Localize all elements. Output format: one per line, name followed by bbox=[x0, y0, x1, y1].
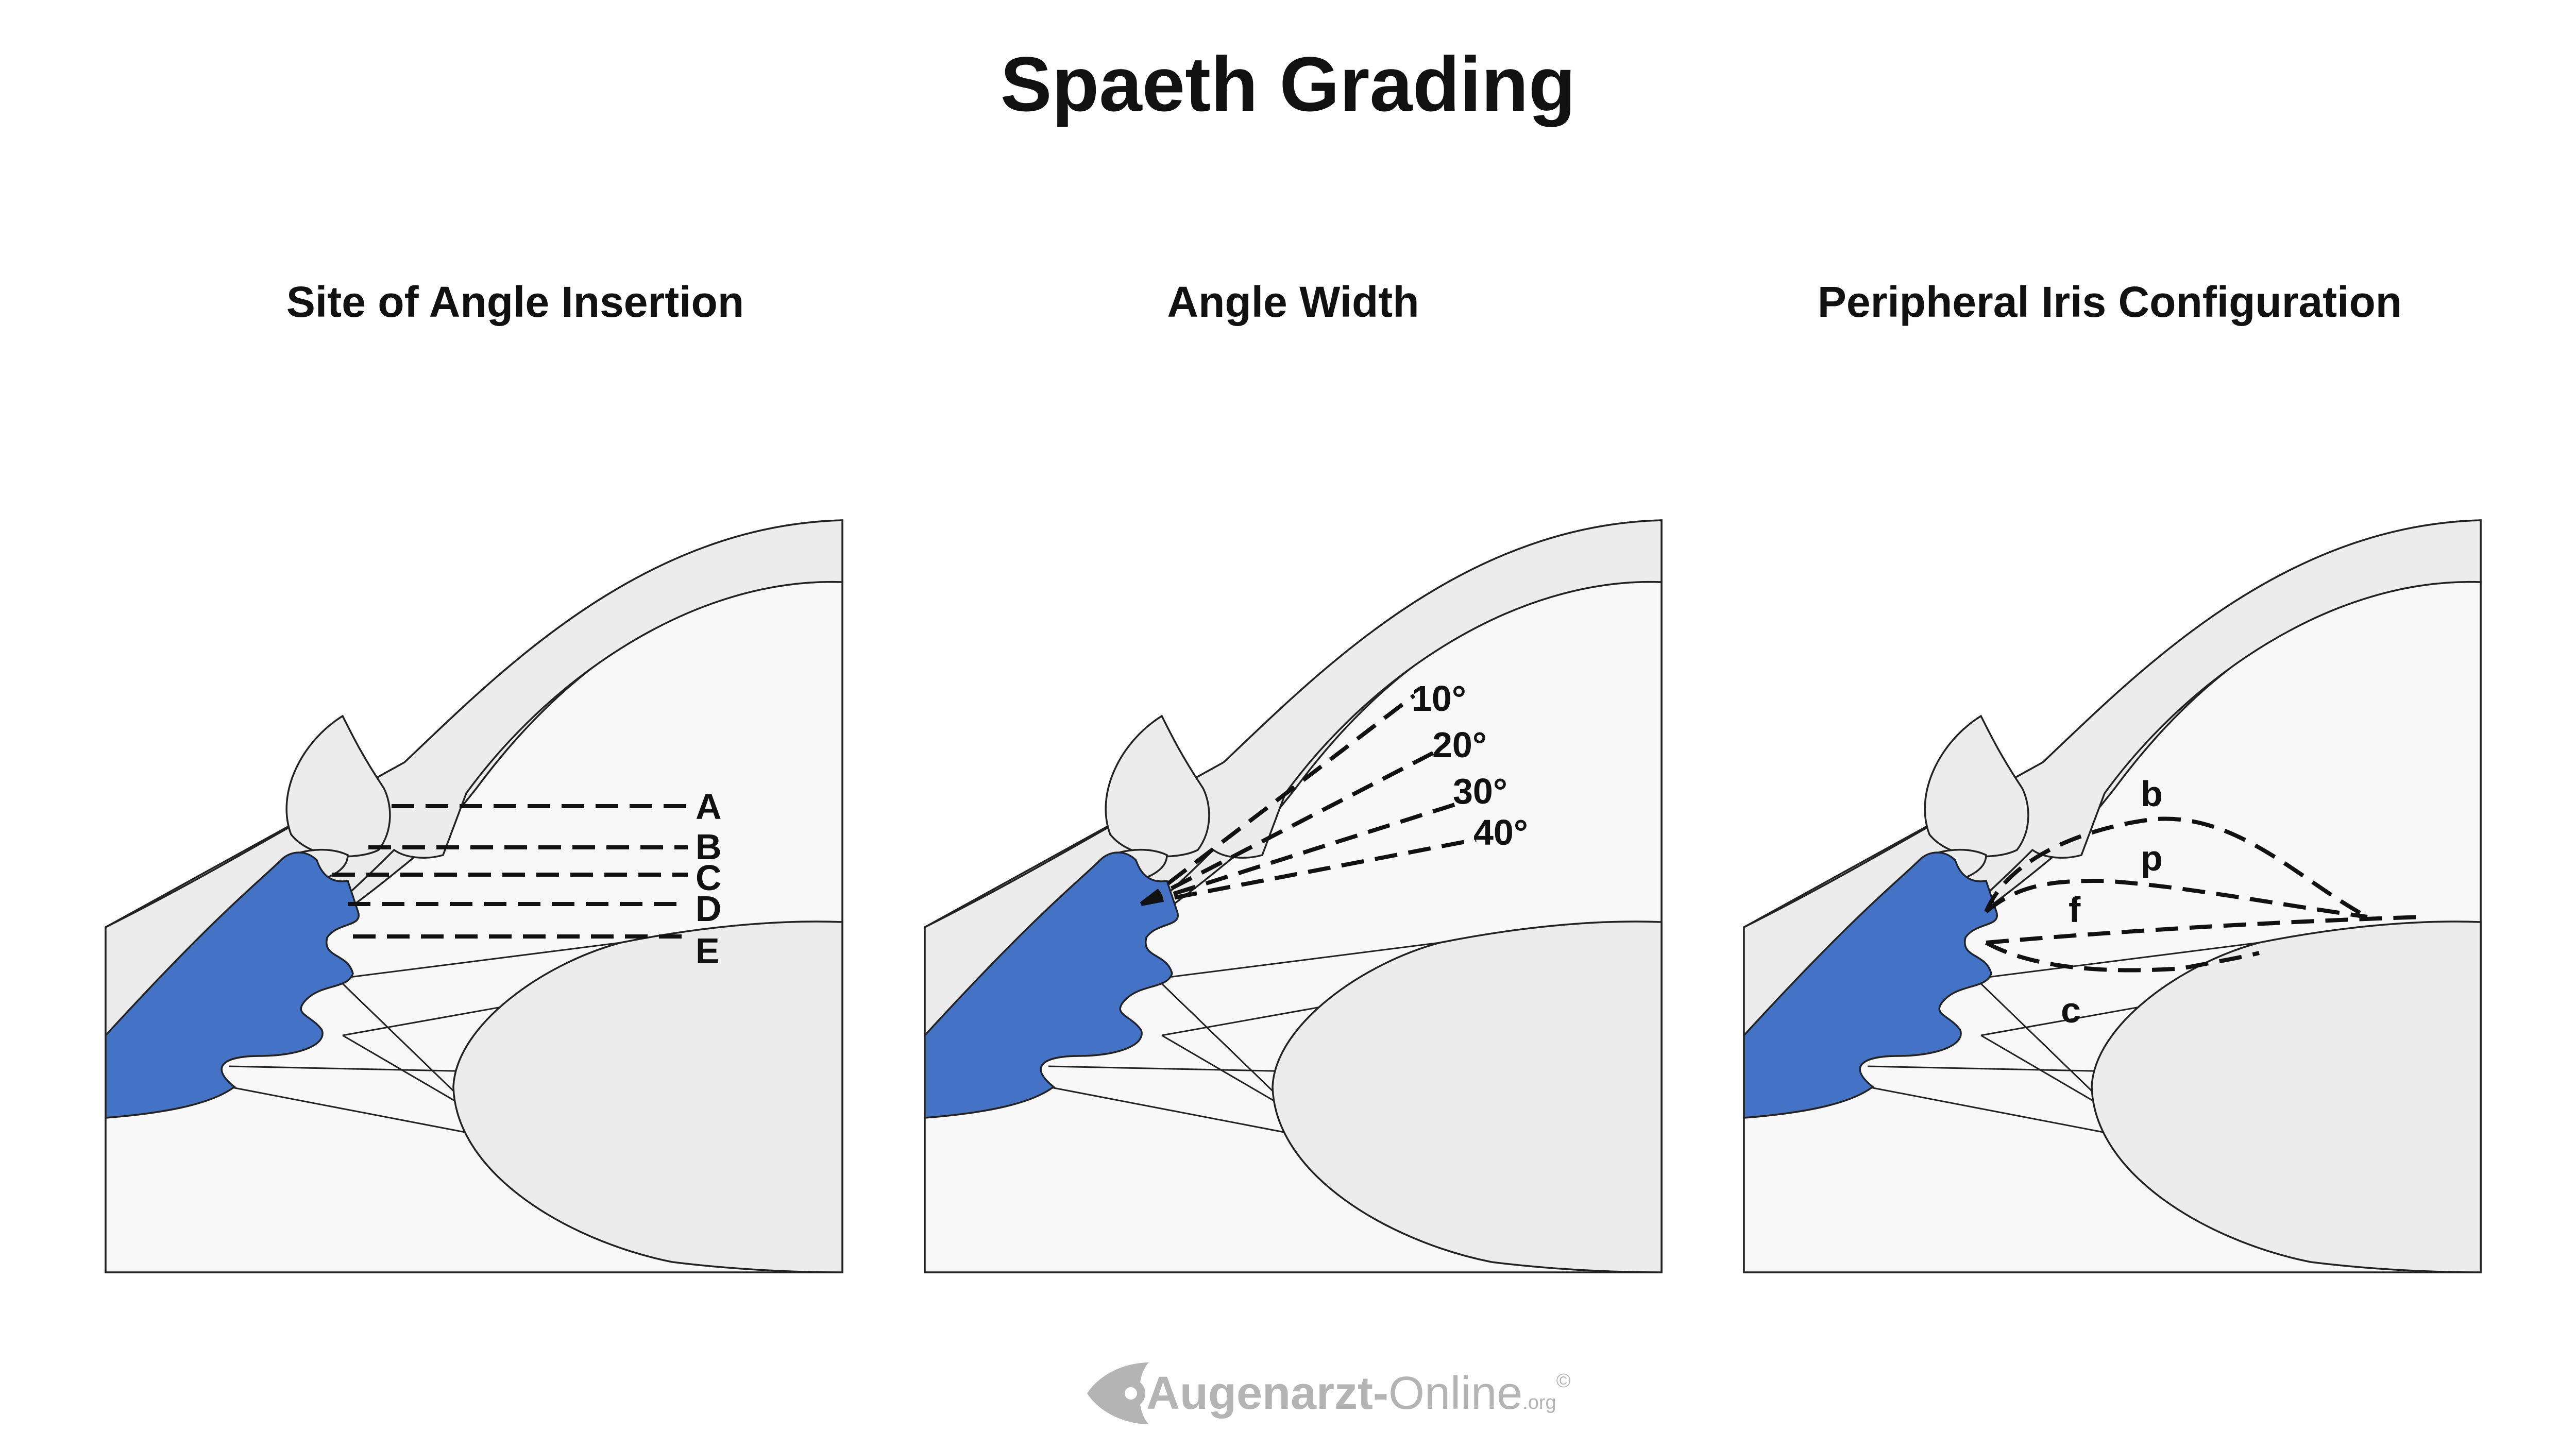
insertion-label-b: B bbox=[696, 827, 722, 867]
angle-label-20: 20° bbox=[1432, 725, 1487, 765]
eye-logo-icon bbox=[1087, 1362, 1149, 1424]
insertion-label-a: A bbox=[696, 787, 722, 827]
panel-site-of-angle-insertion: Site of Angle Insertion A B C D E bbox=[105, 278, 843, 1273]
iris-label-p: p bbox=[2141, 838, 2163, 878]
panel-title-site-of-angle-insertion: Site of Angle Insertion bbox=[286, 278, 744, 326]
watermark-dash: - bbox=[1373, 1368, 1388, 1419]
page-title: Spaeth Grading bbox=[1001, 41, 1576, 127]
watermark-brand: Augenarzt bbox=[1146, 1368, 1373, 1419]
insertion-label-c: C bbox=[696, 858, 722, 898]
watermark-tld: .org bbox=[1522, 1392, 1556, 1413]
panel-title-peripheral-iris-configuration: Peripheral Iris Configuration bbox=[1818, 278, 2402, 326]
panel-peripheral-iris-configuration: Peripheral Iris Configuration b p f c bbox=[1743, 278, 2482, 1273]
panel-title-angle-width: Angle Width bbox=[1167, 278, 1419, 326]
iris-label-b: b bbox=[2141, 774, 2163, 814]
panel-angle-width: Angle Width 10° 20° 30° 40° bbox=[924, 278, 1663, 1273]
iris-label-c: c bbox=[2061, 990, 2081, 1030]
watermark: Augenarzt-Online.org© bbox=[1087, 1362, 1571, 1424]
insertion-label-d: D bbox=[696, 889, 722, 929]
angle-label-10: 10° bbox=[1412, 678, 1466, 719]
watermark-copyright: © bbox=[1556, 1370, 1571, 1392]
watermark-suffix: Online bbox=[1388, 1368, 1522, 1419]
insertion-label-e: E bbox=[696, 931, 720, 971]
angle-label-40: 40° bbox=[1473, 812, 1528, 853]
iris-label-f: f bbox=[2069, 890, 2081, 930]
eye-anatomy-drawing bbox=[105, 519, 843, 1273]
eye-anatomy-drawing bbox=[924, 519, 1663, 1273]
angle-width-lines bbox=[1140, 693, 1477, 906]
eye-anatomy-drawing bbox=[1743, 519, 2482, 1273]
insertion-level-lines bbox=[332, 804, 688, 939]
watermark-text: Augenarzt-Online.org© bbox=[1146, 1368, 1571, 1419]
iris-configuration-curves bbox=[1984, 816, 2425, 973]
angle-label-30: 30° bbox=[1453, 771, 1507, 811]
